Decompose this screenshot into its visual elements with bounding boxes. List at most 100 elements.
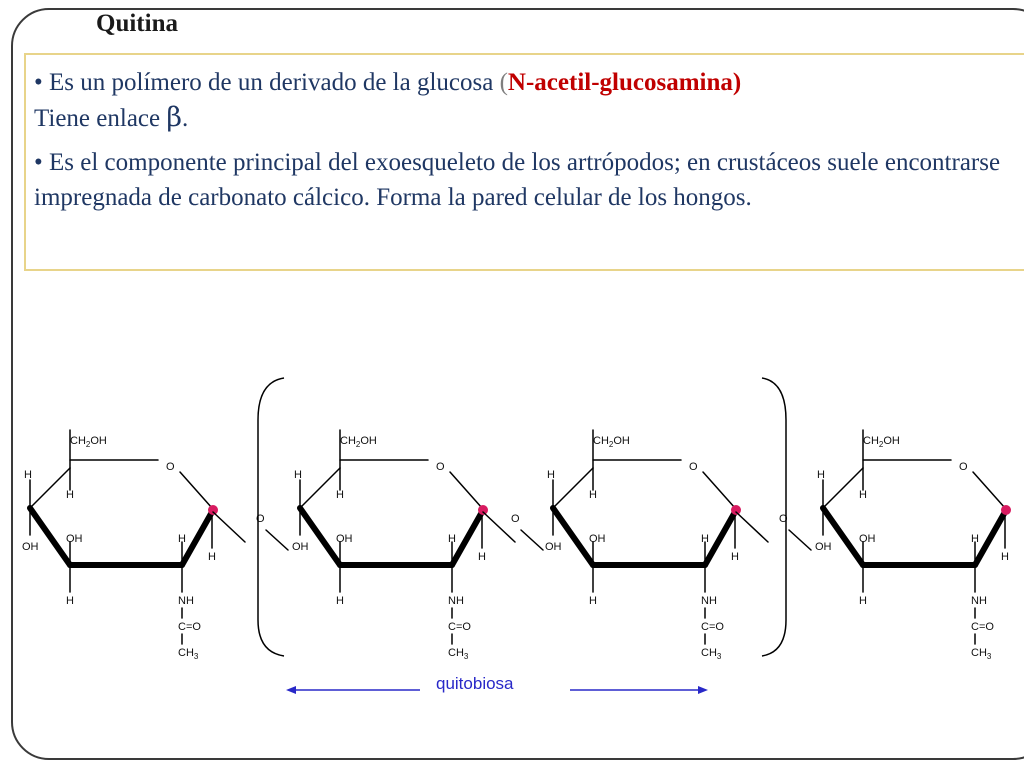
- ring-bond-c2-c1: [179, 509, 215, 568]
- beta-symbol: β: [166, 102, 182, 133]
- left-bracket: [257, 377, 285, 657]
- h-label-c5: H: [589, 489, 597, 501]
- text-box: • Es un polímero de un derivado de la gl…: [24, 53, 1024, 271]
- ring-oxygen-label: O: [689, 461, 698, 473]
- h-label-c1: H: [478, 551, 486, 563]
- ring-bond-c4-c5: [29, 467, 71, 509]
- para2-text: Es el componente principal del exoesquel…: [34, 149, 1001, 211]
- glycosidic-bond-1: O: [212, 511, 289, 551]
- h-label-c2: H: [701, 533, 709, 545]
- nh-label: NH: [178, 595, 194, 607]
- h-label-c5: H: [336, 489, 344, 501]
- h-label-c3: H: [589, 595, 597, 607]
- ch2oh-label: CH2OH: [340, 435, 377, 449]
- ring-bond-c4-c3: [297, 505, 343, 568]
- ring-oxygen-label: O: [436, 461, 445, 473]
- oh-label-c3: OH: [336, 533, 353, 545]
- h-label-c2: H: [178, 533, 186, 545]
- ring-bond-c4-c5: [552, 467, 594, 509]
- bridge-oxygen-label: O: [256, 513, 265, 525]
- ring-bond-c2-c1: [702, 509, 738, 568]
- h-label-c3: H: [66, 595, 74, 607]
- ring-bond-o-c1: [702, 471, 736, 509]
- methyl-label: CH3: [448, 647, 469, 661]
- ch2oh-label: CH2OH: [593, 435, 630, 449]
- h-label-c4: H: [547, 469, 555, 481]
- nh-label: NH: [448, 595, 464, 607]
- bullet-paragraph-2: • Es el componente principal del exoesqu…: [34, 145, 1024, 215]
- caption-arrows: [286, 686, 708, 694]
- glycosidic-bond-line: [212, 511, 246, 543]
- compound-name: N-acetil-glucosamina): [507, 69, 742, 96]
- chitin-structure-diagram: CH2OHOHOHHOHHHHNHC=OCH3CH2OHOHOHHOHHHHNH…: [22, 377, 1011, 661]
- glycosidic-bond-line: [788, 529, 812, 551]
- right-arrow: [570, 686, 708, 694]
- anomeric-carbon-dot: [208, 505, 218, 515]
- methyl-label: CH3: [178, 647, 199, 661]
- oh-label-c3: OH: [859, 533, 876, 545]
- period: .: [181, 105, 189, 132]
- h-label-c4: H: [24, 469, 32, 481]
- carbonyl-label: C=O: [448, 621, 471, 633]
- oh-label-c4: OH: [815, 541, 832, 553]
- ring-bond-c4-c5: [299, 467, 341, 509]
- glycosidic-bond-line: [520, 529, 544, 551]
- oh-label-c4: OH: [292, 541, 309, 553]
- bullet-marker: •: [34, 69, 43, 96]
- bridge-oxygen-label: O: [511, 513, 520, 525]
- h-label-c3: H: [859, 595, 867, 607]
- methyl-label: CH3: [701, 647, 722, 661]
- h-label-c2: H: [971, 533, 979, 545]
- ring-bond-c2-c1: [972, 509, 1008, 568]
- para1-paren: (: [499, 69, 508, 96]
- anomeric-carbon-dot: [1001, 505, 1011, 515]
- nh-label: NH: [971, 595, 987, 607]
- h-label-c1: H: [1001, 551, 1009, 563]
- ring-bond-o-c1: [179, 471, 213, 509]
- bond-type-text: Tiene enlace: [34, 105, 167, 132]
- bullet-marker: •: [34, 149, 43, 176]
- ring-bond-c4-c3: [550, 505, 596, 568]
- glycosidic-bond-3: O: [735, 511, 812, 551]
- h-label-c4: H: [817, 469, 825, 481]
- left-arrow: [286, 686, 420, 694]
- anomeric-carbon-dot: [478, 505, 488, 515]
- para1-text: Es un polímero de un derivado de la gluc…: [49, 69, 500, 96]
- h-label-c5: H: [859, 489, 867, 501]
- oh-label-c4: OH: [22, 541, 39, 553]
- ch2oh-label: CH2OH: [70, 435, 107, 449]
- carbonyl-label: C=O: [701, 621, 724, 633]
- carbonyl-label: C=O: [178, 621, 201, 633]
- ring-bond-o-c1: [972, 471, 1006, 509]
- glycosidic-bond-line: [482, 511, 516, 543]
- oh-label-c4: OH: [545, 541, 562, 553]
- bullet-paragraph-1: • Es un polímero de un derivado de la gl…: [34, 65, 1024, 136]
- ring-oxygen-label: O: [166, 461, 175, 473]
- h-label-c1: H: [731, 551, 739, 563]
- glycosidic-bond-2: O: [482, 511, 544, 551]
- oh-label-c3: OH: [589, 533, 606, 545]
- oh-label-c3: OH: [66, 533, 83, 545]
- ring-bond-o-c1: [449, 471, 483, 509]
- ch2oh-label: CH2OH: [863, 435, 900, 449]
- ring-bond-c4-c3: [27, 505, 73, 568]
- quitobiosa-caption: quitobiosa: [436, 674, 514, 693]
- h-label-c5: H: [66, 489, 74, 501]
- h-label-c1: H: [208, 551, 216, 563]
- h-label-c2: H: [448, 533, 456, 545]
- carbonyl-label: C=O: [971, 621, 994, 633]
- ring-bond-c2-c1: [449, 509, 485, 568]
- slide-title: Quitina: [92, 10, 182, 38]
- nh-label: NH: [701, 595, 717, 607]
- h-label-c3: H: [336, 595, 344, 607]
- right-bracket: [761, 377, 787, 657]
- glycosidic-bond-line: [735, 511, 769, 543]
- methyl-label: CH3: [971, 647, 992, 661]
- ring-bond-c4-c3: [820, 505, 866, 568]
- glycosidic-bond-line: [265, 529, 289, 551]
- ring-oxygen-label: O: [959, 461, 968, 473]
